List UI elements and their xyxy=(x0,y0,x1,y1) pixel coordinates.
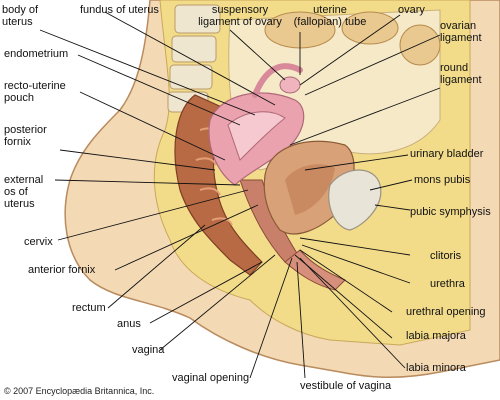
label-mons-pubis: mons pubis xyxy=(414,174,471,186)
label-anterior-fornix: anterior fornix xyxy=(28,264,96,276)
leader-lines xyxy=(39,11,441,379)
label-ovary: ovary xyxy=(398,4,425,16)
label-urinary-bladder: urinary bladder xyxy=(410,148,484,160)
rectum-shape xyxy=(174,94,263,276)
label-clitoris: clitoris xyxy=(430,250,462,262)
label-urethral-opening: urethral opening xyxy=(406,306,486,318)
label-labia-majora: labia majora xyxy=(406,330,466,342)
label-labia-minora: labia minora xyxy=(406,362,466,374)
endometrium-cavity xyxy=(227,111,286,161)
label-uterine-tube: uterine(fallopian) tube xyxy=(293,4,367,28)
bladder-inner xyxy=(285,164,335,215)
copyright-credit: © 2007 Encyclopædia Britannica, Inc. xyxy=(4,386,155,396)
label-vestibule-of-vagina: vestibule of vagina xyxy=(300,380,392,392)
label-cervix: cervix xyxy=(24,236,53,248)
label-anus: anus xyxy=(117,318,141,330)
label-urethra: urethra xyxy=(430,278,465,290)
label-rectum: rectum xyxy=(72,302,106,314)
label-pubic-symphysis: pubic symphysis xyxy=(410,206,491,218)
label-vagina: vagina xyxy=(132,344,165,356)
label-endometrium: endometrium xyxy=(4,48,69,60)
pubic-bone xyxy=(328,169,382,231)
ovary-shape xyxy=(279,76,301,94)
label-vaginal-opening: vaginal opening xyxy=(172,372,250,384)
label-fundus-of-uterus: fundus of uterus xyxy=(80,4,159,16)
sacrum xyxy=(167,4,221,113)
